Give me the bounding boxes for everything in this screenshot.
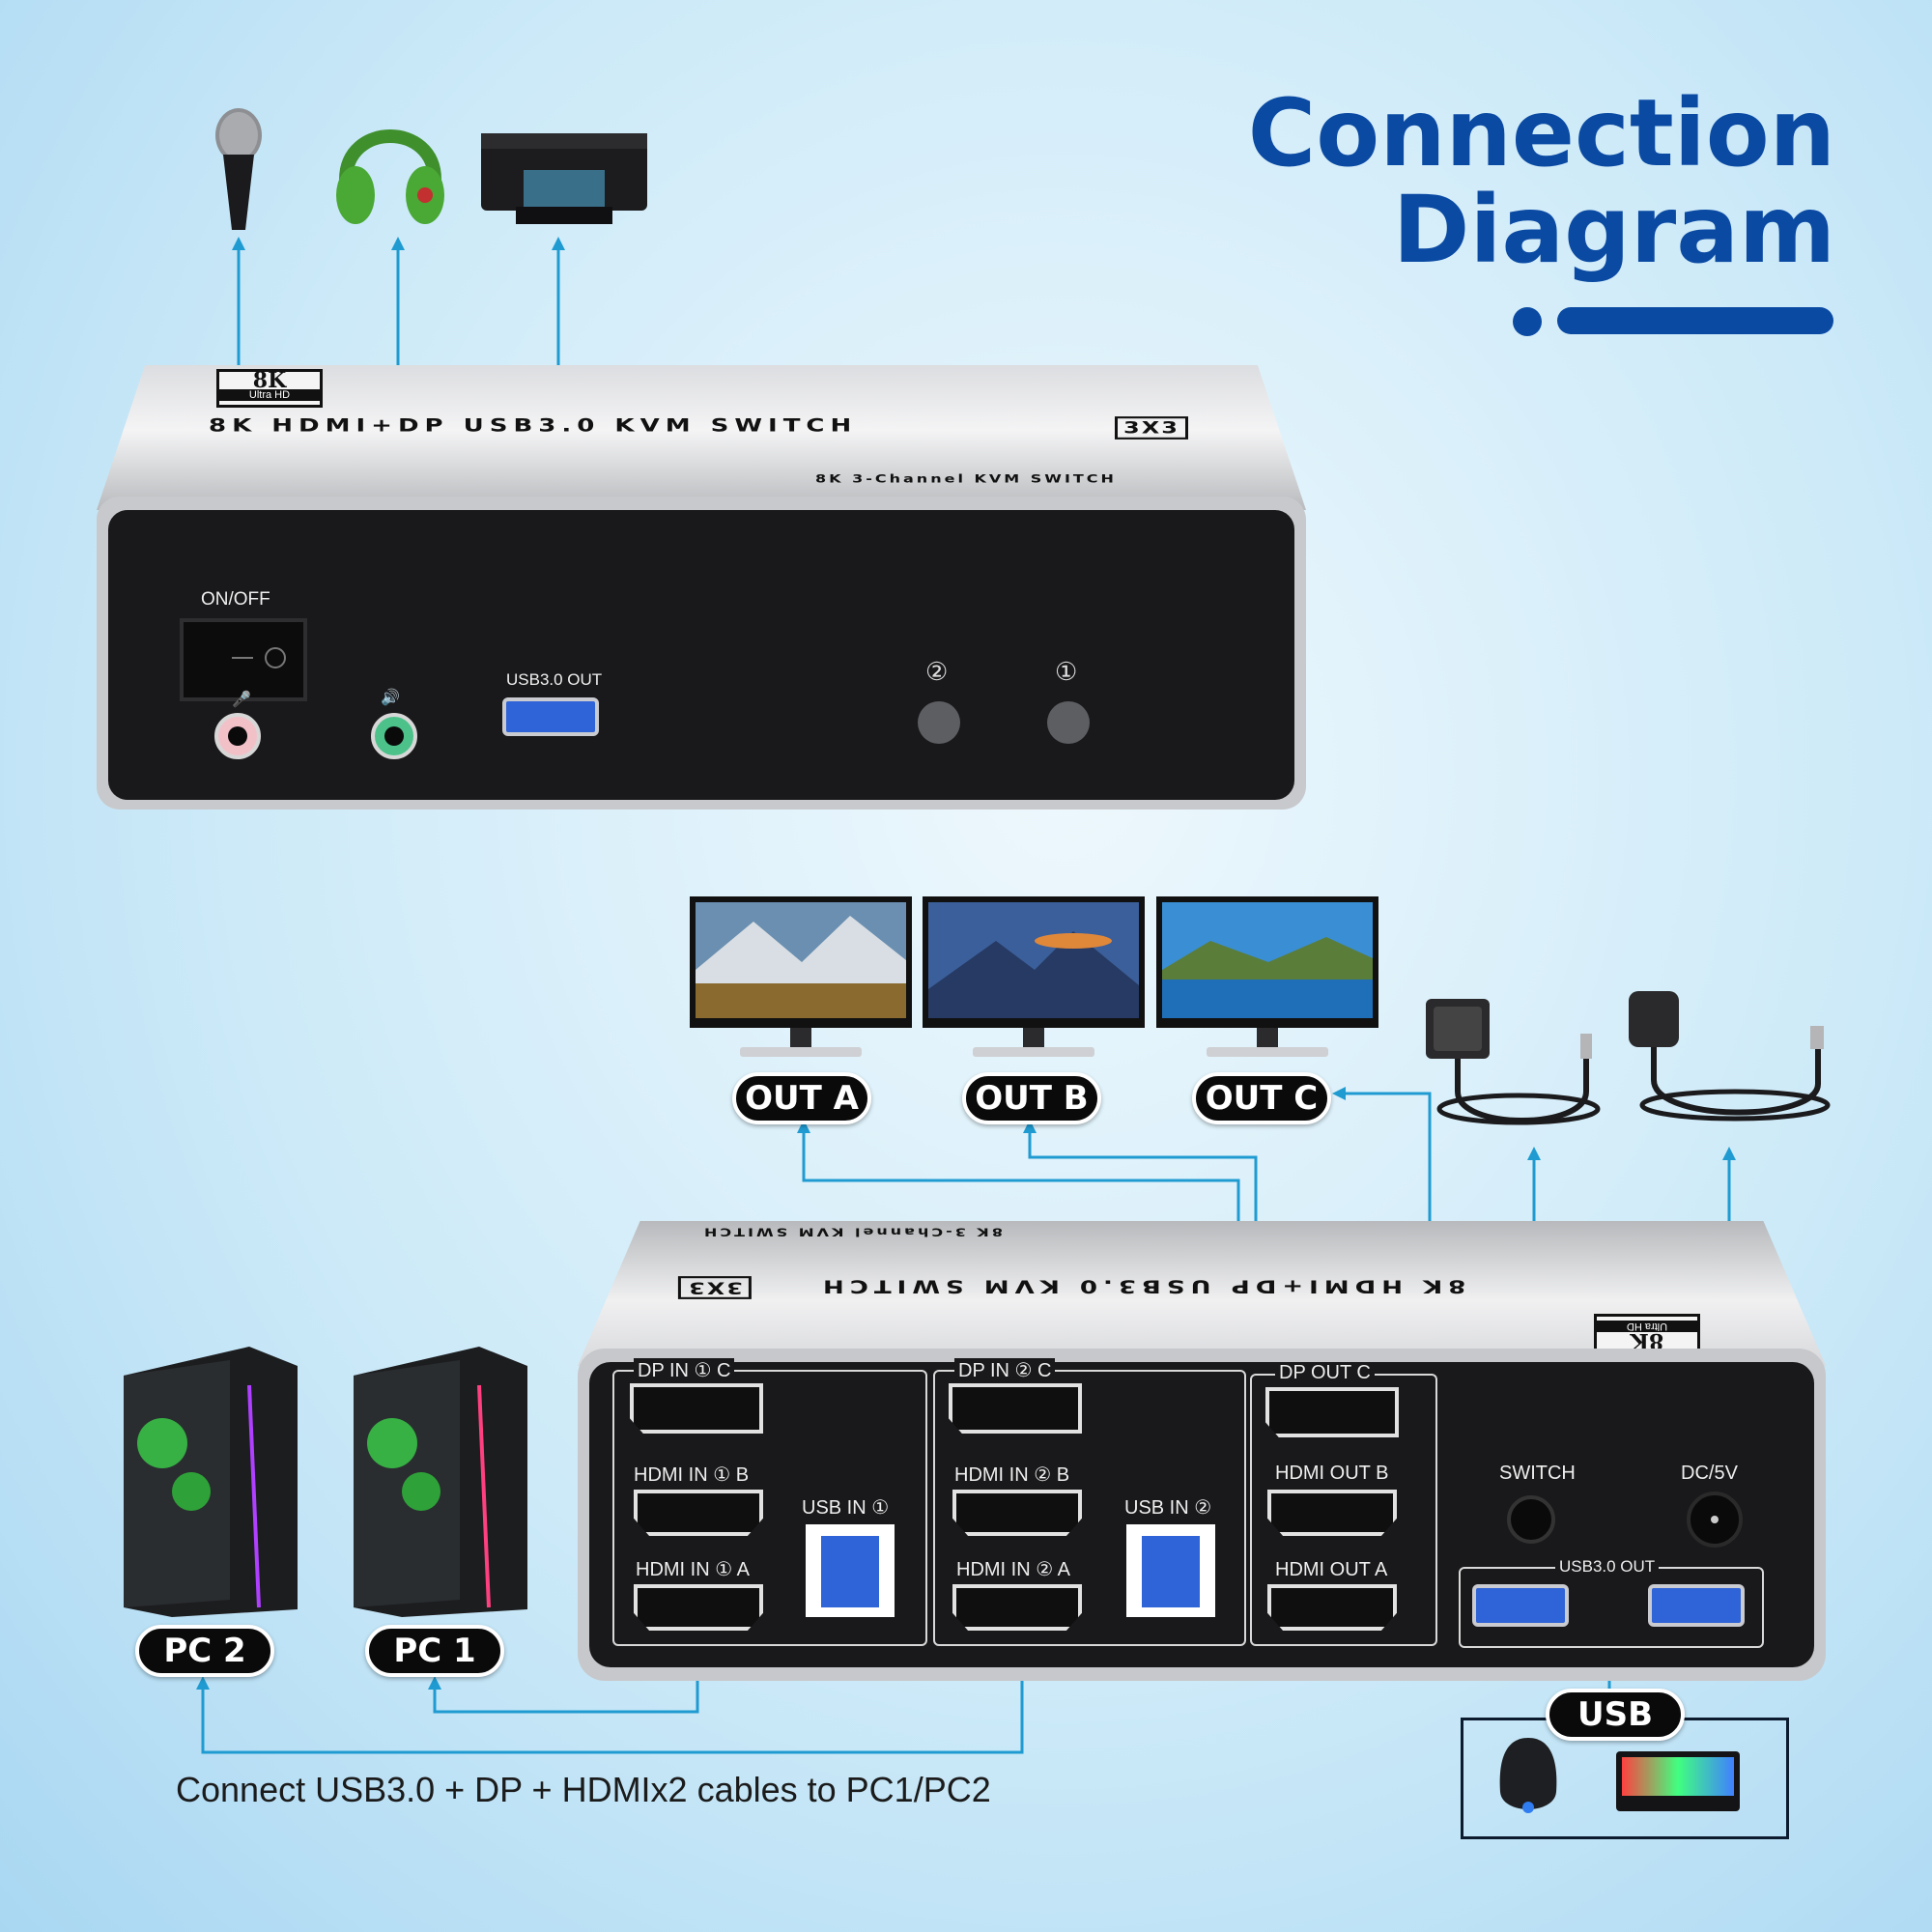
- usb-in-2-port[interactable]: [1126, 1524, 1215, 1617]
- monitor-b-screen: [928, 902, 1139, 1018]
- out-c-pill: OUT C: [1192, 1072, 1331, 1124]
- microphone-icon: [215, 108, 262, 230]
- dp-in-2-port[interactable]: [949, 1383, 1082, 1434]
- rear-brand-badge: 8K Ultra HD: [1594, 1314, 1700, 1353]
- hdmi-out-b-port[interactable]: [1267, 1490, 1397, 1536]
- out-a-pill: OUT A: [732, 1072, 871, 1124]
- brand-badge: 8K Ultra HD: [216, 369, 323, 408]
- hdmi-in-2a-label: HDMI IN ② A: [956, 1559, 1070, 1580]
- badge-8k: 8K: [252, 368, 287, 393]
- line-pc2: [196, 1642, 1024, 1754]
- power-label: ON/OFF: [201, 589, 270, 610]
- title-line-2: Diagram: [1392, 176, 1835, 284]
- dp-in-2-label: DP IN ② C: [954, 1358, 1056, 1382]
- out-b-pill: OUT B: [962, 1072, 1101, 1124]
- kvm-front-face: ON/OFF 🎤 🔊 USB3.0 OUT ② ①: [108, 510, 1294, 800]
- title-line-1: Connection: [1247, 79, 1835, 187]
- badge-ultra-hd: Ultra HD: [219, 389, 320, 401]
- switch-port[interactable]: [1507, 1495, 1555, 1544]
- pc2-port-group: [933, 1370, 1246, 1646]
- usb-in-1-label: USB IN ①: [802, 1497, 890, 1519]
- button-1-label: ①: [1055, 657, 1078, 686]
- monitor-icon: [1156, 896, 1378, 1061]
- hdmi-out-a-port[interactable]: [1267, 1584, 1397, 1631]
- power-switch[interactable]: [180, 618, 307, 701]
- switch-remote-icon: [1426, 999, 1601, 1125]
- mic-icon-small: 🎤: [232, 692, 251, 708]
- monitor-icon: [923, 896, 1145, 1061]
- rear-usb-out-port-2[interactable]: [1648, 1584, 1745, 1627]
- pc1-port-group: [612, 1370, 927, 1646]
- monitor-a-screen: [696, 902, 906, 1018]
- rear-badge-8k: 8K: [1630, 1328, 1664, 1353]
- product-subtitle: 8K 3-Channel KVM SWITCH: [815, 471, 1117, 486]
- monitor-c-screen: [1162, 902, 1373, 1018]
- kvm-rear-face: DP IN ① C HDMI IN ① B HDMI IN ① A USB IN…: [589, 1358, 1814, 1667]
- rear-usb-out-port-1[interactable]: [1472, 1584, 1569, 1627]
- usb-out-label: USB3.0 OUT: [506, 670, 603, 689]
- keyboard-icon: [1616, 1751, 1740, 1811]
- audio-jack-hole: [384, 726, 404, 746]
- power-on-mark: [232, 657, 253, 659]
- kvm-rear-panel: 8K 3-Channel KVM SWITCH 3X3 8K HDMI+DP U…: [578, 1221, 1826, 1681]
- hdmi-in-1b-port[interactable]: [634, 1490, 763, 1536]
- product-name: 8K HDMI+DP USB3.0 KVM SWITCH: [209, 415, 858, 437]
- hdmi-out-a-label: HDMI OUT A: [1275, 1559, 1388, 1580]
- desktop-pc-icon: [354, 1347, 527, 1617]
- rear-model-badge: 3X3: [678, 1276, 752, 1299]
- dp-in-1-label: DP IN ① C: [634, 1358, 735, 1382]
- rear-badge-ultra-hd: Ultra HD: [1597, 1321, 1697, 1332]
- hdmi-in-1b-label: HDMI IN ① B: [634, 1464, 750, 1486]
- mic-jack-hole: [228, 726, 247, 746]
- hdmi-in-1a-port[interactable]: [634, 1584, 763, 1631]
- title-underline-bar: [1557, 307, 1833, 334]
- speaker-icon-small: 🔊: [381, 690, 400, 706]
- pc2-pill: PC 2: [135, 1625, 274, 1677]
- monitor-icon: [690, 896, 912, 1061]
- dc-pin: [1711, 1516, 1719, 1523]
- pc1-pill: PC 1: [365, 1625, 504, 1677]
- power-adapter-icon: [1629, 991, 1831, 1122]
- usb-in-2-label: USB IN ②: [1124, 1497, 1212, 1519]
- switch-button-2[interactable]: [918, 701, 960, 744]
- printer-icon: [481, 133, 647, 224]
- usb-pill: USB: [1546, 1689, 1685, 1741]
- hdmi-in-1a-label: HDMI IN ① A: [636, 1559, 750, 1580]
- diagram-title: Connection Diagram: [1248, 85, 1835, 278]
- power-off-mark: [265, 647, 286, 668]
- dc-label: DC/5V: [1681, 1463, 1738, 1484]
- button-2-label: ②: [925, 657, 949, 686]
- front-usb-port[interactable]: [502, 697, 599, 736]
- switch-button-1[interactable]: [1047, 701, 1090, 744]
- connection-caption: Connect USB3.0 + DP + HDMIx2 cables to P…: [176, 1770, 991, 1809]
- usb-in-1-port[interactable]: [806, 1524, 895, 1617]
- dp-out-label: DP OUT C: [1275, 1362, 1375, 1384]
- rear-product-name: 8K HDMI+DP USB3.0 KVM SWITCH: [817, 1275, 1466, 1296]
- audio-out-jack[interactable]: [371, 713, 417, 759]
- rear-product-subtitle: 8K 3-Channel KVM SWITCH: [701, 1225, 1003, 1239]
- switch-label: SWITCH: [1499, 1463, 1576, 1484]
- dc-power-port[interactable]: [1687, 1492, 1743, 1548]
- hdmi-out-b-label: HDMI OUT B: [1275, 1463, 1389, 1484]
- hdmi-in-2b-port[interactable]: [952, 1490, 1082, 1536]
- title-underline-dot: [1513, 307, 1542, 336]
- hdmi-in-2a-port[interactable]: [952, 1584, 1082, 1631]
- mouse-icon: [1499, 1738, 1557, 1813]
- mic-jack[interactable]: [214, 713, 261, 759]
- dp-out-port[interactable]: [1265, 1387, 1399, 1437]
- rear-usb-out-label: USB3.0 OUT: [1555, 1557, 1660, 1577]
- headphones-icon: [336, 129, 444, 224]
- dp-in-1-port[interactable]: [630, 1383, 763, 1434]
- model-badge: 3X3: [1115, 416, 1188, 440]
- hdmi-in-2b-label: HDMI IN ② B: [954, 1464, 1070, 1486]
- kvm-front-panel: 8K Ultra HD 8K HDMI+DP USB3.0 KVM SWITCH…: [97, 365, 1306, 810]
- desktop-pc-icon: [124, 1347, 298, 1617]
